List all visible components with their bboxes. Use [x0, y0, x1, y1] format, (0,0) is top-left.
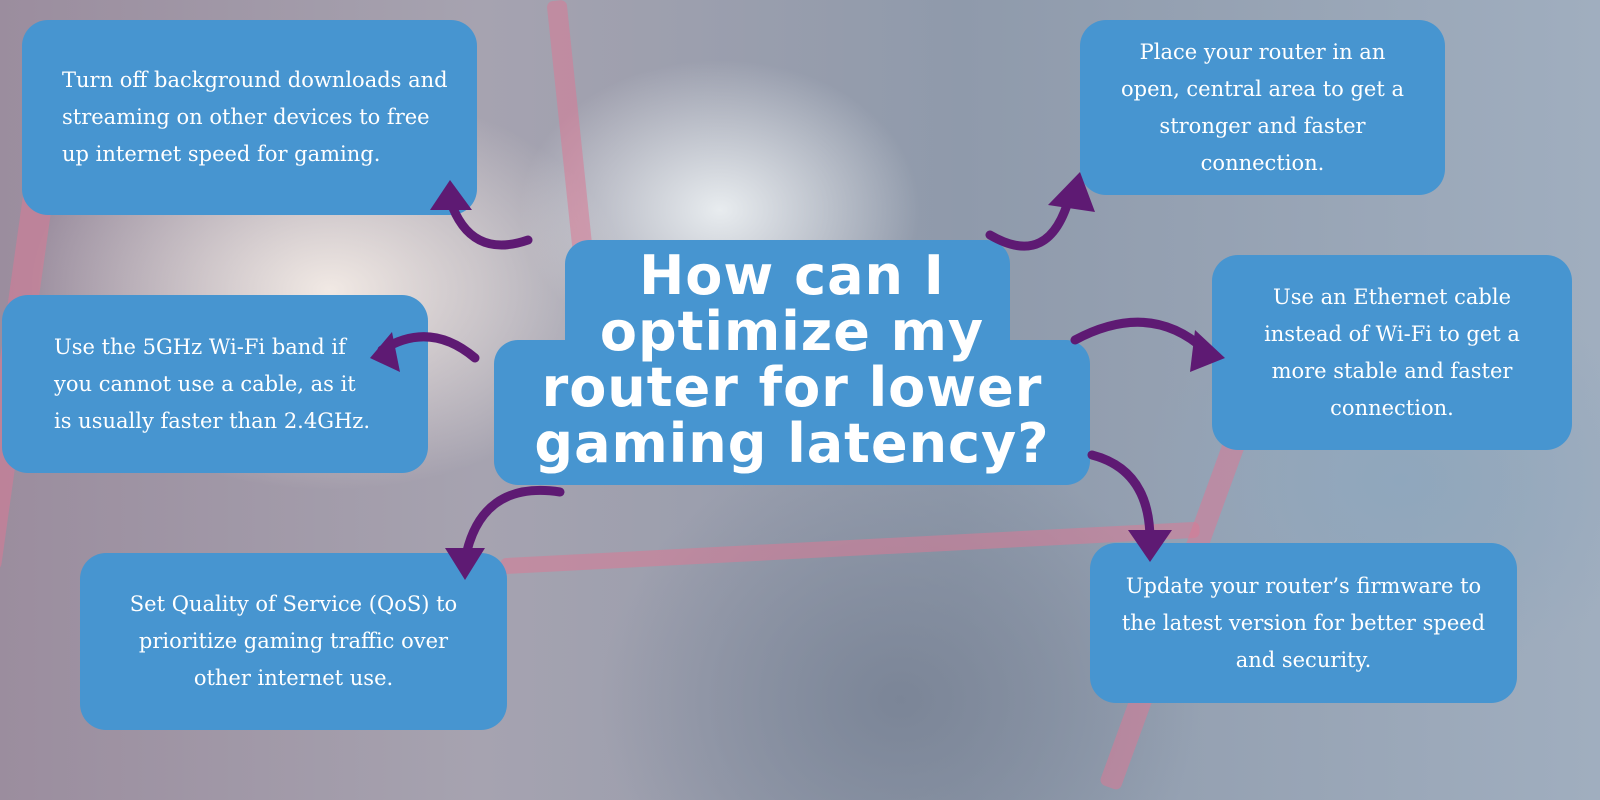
tip-text: Place your router in an open, central ar… — [1121, 39, 1404, 175]
page-title: How can I optimize my router for lower g… — [534, 244, 1050, 475]
tip-box-firmware: Update your router’s firmware to the lat… — [1090, 543, 1517, 703]
tip-text: Set Quality of Service (QoS) to prioriti… — [129, 592, 458, 690]
arrow-top-right — [985, 190, 1075, 251]
tip-box-router-placement: Place your router in an open, central ar… — [1080, 20, 1445, 195]
arrowhead-icon — [1048, 172, 1095, 212]
arrowhead-icon — [1190, 330, 1225, 372]
arrowhead-icon — [1128, 530, 1172, 562]
tip-box-ethernet: Use an Ethernet cable instead of Wi-Fi t… — [1212, 255, 1572, 450]
arrowhead-icon — [430, 180, 472, 210]
arrow-mid-right — [1070, 317, 1210, 355]
tip-text: Update your router’s firmware to the lat… — [1121, 573, 1486, 672]
arrow-top-left — [445, 195, 533, 250]
arrow-bottom-left — [460, 485, 565, 565]
arrow-bottom-right — [1087, 450, 1155, 545]
tip-box-5ghz-band: Use the 5GHz Wi-Fi band if you cannot us… — [2, 295, 428, 473]
tip-text: Use an Ethernet cable instead of Wi-Fi t… — [1264, 284, 1520, 420]
title-box-bottom — [494, 340, 1090, 485]
arrowhead-icon — [445, 548, 485, 580]
tip-text: Turn off background downloads and stream… — [62, 68, 448, 166]
tip-box-qos: Set Quality of Service (QoS) to prioriti… — [80, 553, 507, 730]
tip-text: Use the 5GHz Wi-Fi band if you cannot us… — [54, 334, 371, 433]
arrowhead-icon — [370, 332, 400, 372]
tip-box-background-downloads: Turn off background downloads and stream… — [22, 20, 477, 215]
